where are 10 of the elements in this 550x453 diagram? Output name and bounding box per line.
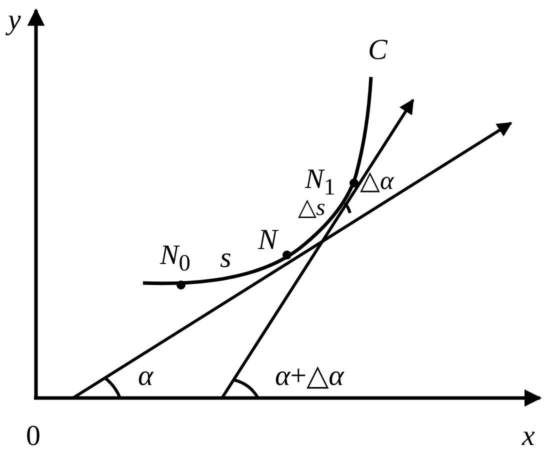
angle-label: α <box>138 362 154 391</box>
arc-length-label: s <box>220 244 232 273</box>
angle-label: α+△α <box>275 362 344 391</box>
point-label: N <box>258 226 278 255</box>
curve-label: C <box>368 36 388 65</box>
origin-label: 0 <box>26 422 40 451</box>
point-label: N$_{0}$ <box>160 242 190 276</box>
axis-label: y <box>8 6 21 35</box>
angle-label: △α <box>360 168 394 194</box>
axis-label: x <box>522 422 535 451</box>
